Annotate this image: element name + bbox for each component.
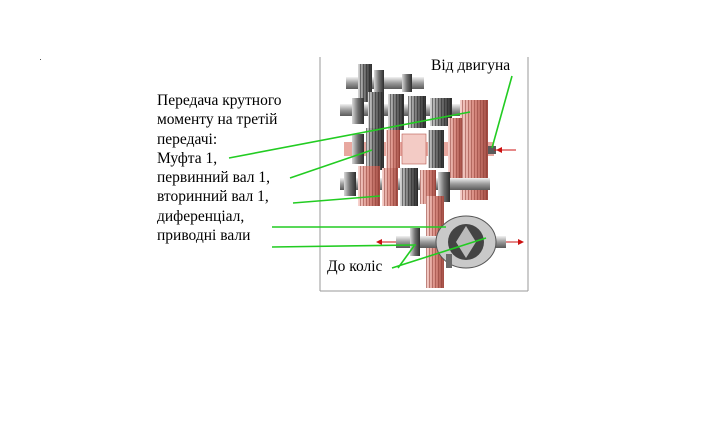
caption-line: диференціал, [157, 207, 245, 225]
leader-primary-shaft [289, 149, 373, 179]
caption-line: приводні вали [157, 227, 251, 245]
caption-line: вторинний вал 1, [157, 188, 269, 206]
primary-shaft [340, 92, 480, 132]
secondary-shaft [340, 166, 490, 206]
from-engine-label: Від двигуна [431, 57, 511, 74]
caption-line: моменту на третій [157, 111, 278, 129]
leader-secondary-shaft [292, 195, 381, 204]
caption: Передача крутного моменту на третій пере… [157, 91, 282, 245]
stray-dot [40, 59, 41, 60]
caption-line: Муфта 1, [157, 149, 218, 167]
differential [396, 215, 506, 269]
caption-line: передачі: [157, 130, 218, 148]
leader-to-wheels-right [391, 237, 487, 269]
to-wheels-label: До коліс [327, 258, 383, 275]
leader-lines [228, 75, 513, 269]
leader-from-engine [491, 75, 513, 149]
leader-drive-shafts [271, 244, 417, 248]
arrows [376, 147, 524, 245]
caption-line: первинний вал 1, [157, 169, 270, 187]
leader-to-wheels-left [397, 245, 415, 269]
leader-clutch [228, 111, 471, 159]
caption-line: Передача крутного [157, 92, 282, 109]
